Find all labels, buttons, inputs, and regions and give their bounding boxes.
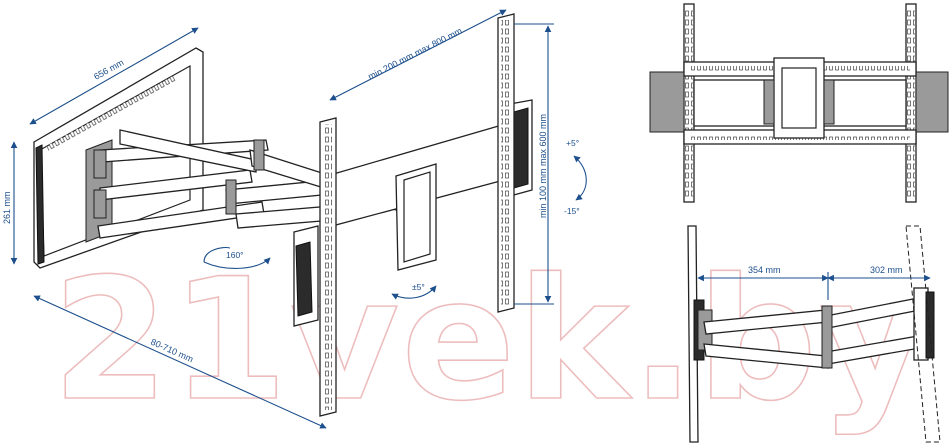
swivel-angle-label: 160° xyxy=(226,250,244,260)
height-dimension-label: 261 mm xyxy=(2,191,12,224)
horizontal-vesa-label: min 200 mm max 800 mm xyxy=(366,26,463,82)
vertical-vesa-label: min 100 mm max 600 mm xyxy=(538,114,548,218)
watermark: 21vek.by xyxy=(52,242,931,438)
dimension-lines xyxy=(10,9,587,429)
side-dim-302-label: 302 mm xyxy=(870,265,903,275)
side-view: 354 mm 302 mm xyxy=(687,225,941,443)
side-dim-354-label: 354 mm xyxy=(748,265,781,275)
rotation-angle-label: ±5° xyxy=(412,282,425,292)
width-dimension-label: 656 mm xyxy=(92,57,125,82)
tilt-down-label: -15° xyxy=(564,206,580,216)
tilt-up-label: +5° xyxy=(566,138,579,148)
perspective-view: 656 mm 261 mm 80-710 mm min 200 mm max 8… xyxy=(2,9,587,429)
front-view xyxy=(649,3,949,203)
